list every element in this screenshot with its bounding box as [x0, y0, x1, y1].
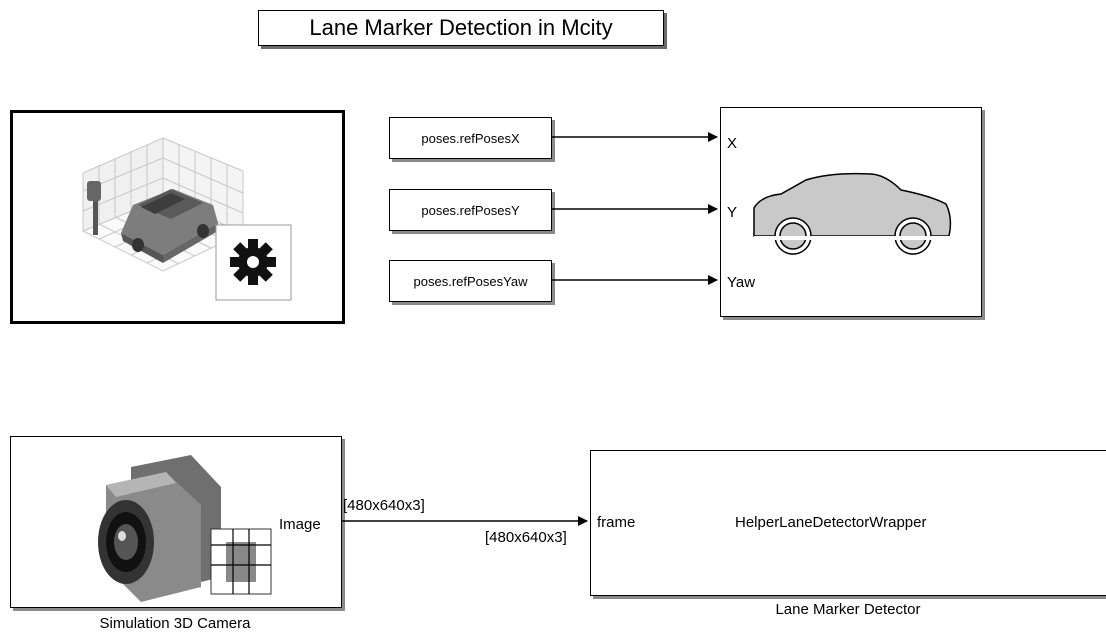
port-label-image: Image — [279, 516, 321, 533]
constant-block-refposes-x[interactable]: poses.refPosesX — [389, 117, 552, 159]
port-label-frame: frame — [597, 514, 636, 531]
car-icon — [753, 172, 952, 255]
scene-configuration-block[interactable] — [10, 110, 345, 324]
constant-block-refposes-y[interactable]: poses.refPosesY — [389, 189, 552, 231]
constant-label: poses.refPosesY — [421, 202, 520, 218]
camera-block[interactable]: Image — [10, 436, 342, 608]
constant-block-refposes-yaw[interactable]: poses.refPosesYaw — [389, 260, 552, 302]
camera-block-caption: Simulation 3D Camera — [99, 615, 251, 632]
port-label-yaw: Yaw — [727, 274, 756, 291]
function-name: HelperLaneDetectorWrapper — [735, 514, 927, 531]
vehicle-block[interactable]: X Y Yaw — [720, 107, 982, 317]
model-title: Lane Marker Detection in Mcity — [258, 10, 664, 46]
scene-configuration-icon — [81, 137, 292, 301]
constant-label: poses.refPosesX — [421, 130, 520, 146]
gear-icon — [230, 239, 276, 285]
lane-detector-caption: Lane Marker Detector — [775, 601, 921, 618]
lane-detector-block[interactable]: frame HelperLaneDetectorWrapper — [590, 450, 1106, 596]
signal-dimension-label-dest: [480x640x3] — [485, 529, 567, 546]
signal-dimension-label-source: [480x640x3] — [343, 497, 425, 514]
constant-label: poses.refPosesYaw — [413, 273, 528, 289]
port-label-x: X — [727, 135, 738, 152]
camera-icon — [98, 455, 272, 602]
port-label-y: Y — [727, 204, 738, 221]
